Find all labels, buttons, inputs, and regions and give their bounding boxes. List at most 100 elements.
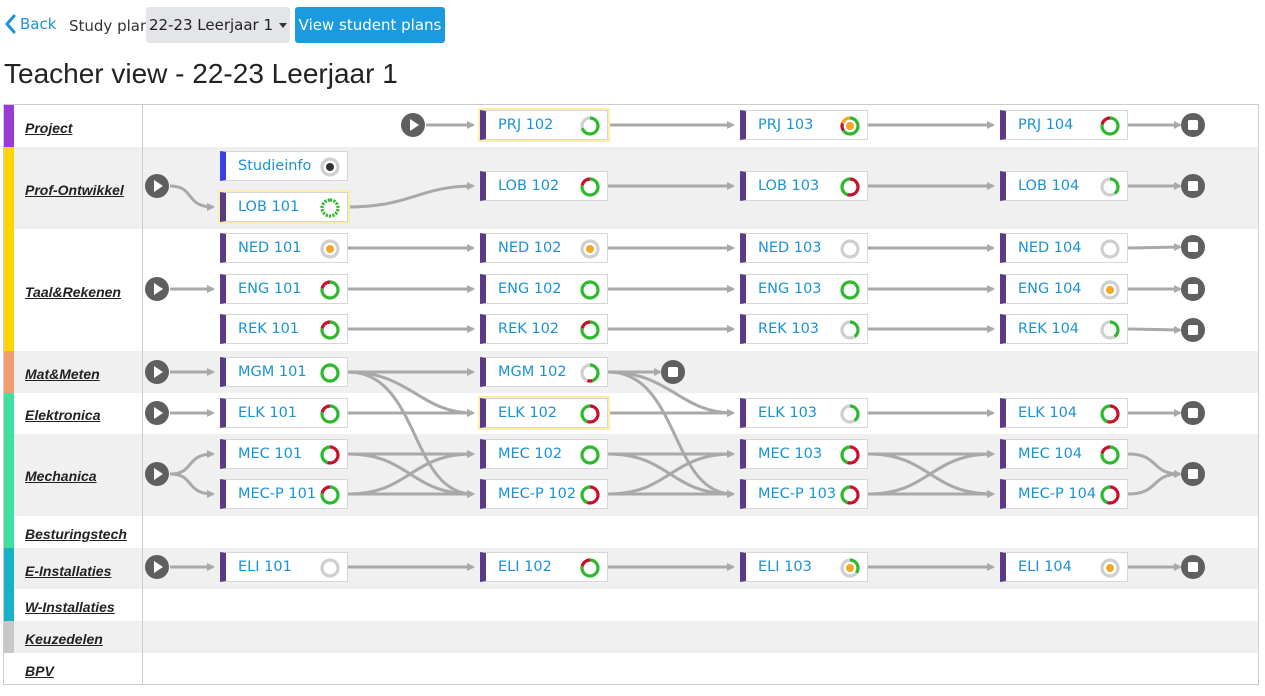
row-label-prof-ontwikkel[interactable]: Prof-Ontwikkel [25, 182, 124, 198]
stop-icon[interactable] [1180, 400, 1206, 426]
back-link[interactable]: Back [4, 14, 56, 34]
stop-icon[interactable] [1180, 461, 1206, 487]
start-icon[interactable] [144, 461, 170, 487]
course-label: ELK 102 [498, 405, 558, 421]
study-plan-dropdown[interactable]: 22-23 Leerjaar 1 [146, 7, 290, 43]
course-mecp103[interactable]: MEC-P 103 [740, 479, 868, 509]
row-label-keuzedelen[interactable]: Keuzedelen [25, 631, 103, 647]
start-icon[interactable] [144, 276, 170, 302]
stop-icon[interactable] [1180, 112, 1206, 138]
row-label-taal-rekenen[interactable]: Taal&Rekenen [25, 284, 121, 300]
row-label-project[interactable]: Project [25, 120, 73, 136]
label-column-divider [142, 105, 143, 684]
course-label: ELK 104 [1018, 405, 1078, 421]
view-student-plans-button[interactable]: View student plans [295, 7, 445, 43]
course-ned101[interactable]: NED 101 [220, 233, 348, 263]
course-label: ELK 101 [238, 405, 298, 421]
course-mecp102[interactable]: MEC-P 102 [480, 479, 608, 509]
course-elk103[interactable]: ELK 103 [740, 398, 868, 428]
progress-donut-icon [579, 238, 601, 264]
course-mec102[interactable]: MEC 102 [480, 439, 608, 469]
course-prj103[interactable]: PRJ 103 [740, 110, 868, 140]
row-label-besturingstech[interactable]: Besturingstech [25, 526, 127, 542]
start-icon[interactable] [144, 554, 170, 580]
progress-donut-icon [839, 115, 861, 141]
row-project: Project [4, 105, 1258, 147]
course-studieinfo[interactable]: Studieinfo [220, 151, 348, 181]
stop-icon[interactable] [1180, 317, 1206, 343]
course-label: MEC 102 [498, 446, 563, 462]
course-eng104[interactable]: ENG 104 [1000, 274, 1128, 304]
progress-donut-icon [1099, 279, 1121, 305]
stop-icon[interactable] [1180, 173, 1206, 199]
course-rek102[interactable]: REK 102 [480, 314, 608, 344]
course-eli101[interactable]: ELI 101 [220, 552, 348, 582]
row-label-e-installaties[interactable]: E-Installaties [25, 563, 112, 579]
progress-donut-icon [839, 319, 861, 345]
course-elk104[interactable]: ELK 104 [1000, 398, 1128, 428]
course-eli103[interactable]: ELI 103 [740, 552, 868, 582]
progress-donut-icon [1099, 238, 1121, 264]
course-mecp104[interactable]: MEC-P 104 [1000, 479, 1128, 509]
course-rek101[interactable]: REK 101 [220, 314, 348, 344]
course-eli104[interactable]: ELI 104 [1000, 552, 1128, 582]
row-color-bar [4, 548, 14, 589]
stop-icon[interactable] [660, 359, 686, 385]
course-mec101[interactable]: MEC 101 [220, 439, 348, 469]
course-lob104[interactable]: LOB 104 [1000, 171, 1128, 201]
course-label: MEC 101 [238, 446, 303, 462]
course-eng102[interactable]: ENG 102 [480, 274, 608, 304]
row-elektronica: Elektronica [4, 393, 1258, 434]
course-prj102[interactable]: PRJ 102 [480, 110, 608, 140]
start-icon[interactable] [400, 112, 426, 138]
course-lob103[interactable]: LOB 103 [740, 171, 868, 201]
course-ned104[interactable]: NED 104 [1000, 233, 1128, 263]
course-ned103[interactable]: NED 103 [740, 233, 868, 263]
chevron-left-icon [5, 14, 16, 34]
course-rek104[interactable]: REK 104 [1000, 314, 1128, 344]
progress-donut-icon [579, 403, 601, 429]
course-label: NED 103 [758, 240, 822, 256]
course-label: REK 102 [498, 321, 560, 337]
start-icon[interactable] [144, 359, 170, 385]
course-mgm101[interactable]: MGM 101 [220, 357, 348, 387]
course-rek103[interactable]: REK 103 [740, 314, 868, 344]
stop-icon[interactable] [1180, 276, 1206, 302]
progress-donut-icon [319, 444, 341, 470]
course-label: REK 101 [238, 321, 300, 337]
row-label-elektronica[interactable]: Elektronica [25, 407, 101, 423]
course-mecp101[interactable]: MEC-P 101 [220, 479, 348, 509]
progress-donut-icon [319, 557, 341, 583]
progress-donut-icon [579, 115, 601, 141]
course-mec104[interactable]: MEC 104 [1000, 439, 1128, 469]
row-label-bpv[interactable]: BPV [25, 663, 54, 679]
row-label-w-installaties[interactable]: W-Installaties [25, 599, 115, 615]
course-lob101[interactable]: LOB 101 [220, 192, 348, 222]
row-w-installaties: W-Installaties [4, 589, 1258, 621]
course-mec103[interactable]: MEC 103 [740, 439, 868, 469]
course-label: ELI 104 [1018, 559, 1072, 575]
course-elk102[interactable]: ELK 102 [480, 398, 608, 428]
stop-icon[interactable] [1180, 234, 1206, 260]
row-label-mechanica[interactable]: Mechanica [25, 468, 97, 484]
stop-icon[interactable] [1180, 554, 1206, 580]
course-lob102[interactable]: LOB 102 [480, 171, 608, 201]
course-eng103[interactable]: ENG 103 [740, 274, 868, 304]
row-label-mat-meten[interactable]: Mat&Meten [25, 366, 100, 382]
row-color-bar [4, 105, 14, 147]
course-mgm102[interactable]: MGM 102 [480, 357, 608, 387]
course-eli102[interactable]: ELI 102 [480, 552, 608, 582]
row-color-bar [4, 393, 14, 434]
start-icon[interactable] [144, 400, 170, 426]
progress-donut-icon [839, 279, 861, 305]
course-label: ENG 103 [758, 281, 822, 297]
course-prj104[interactable]: PRJ 104 [1000, 110, 1128, 140]
course-label: MGM 101 [238, 364, 307, 380]
course-ned102[interactable]: NED 102 [480, 233, 608, 263]
course-label: MEC-P 102 [498, 486, 577, 502]
progress-donut-icon [319, 319, 341, 345]
course-eng101[interactable]: ENG 101 [220, 274, 348, 304]
start-icon[interactable] [144, 173, 170, 199]
course-elk101[interactable]: ELK 101 [220, 398, 348, 428]
page-title: Teacher view - 22-23 Leerjaar 1 [4, 58, 398, 89]
